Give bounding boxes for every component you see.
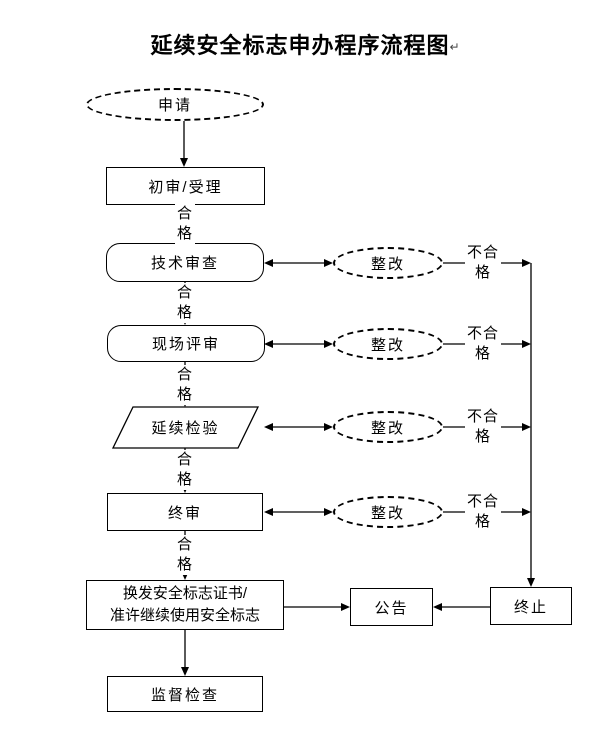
fail-label-3: 不合格	[465, 407, 501, 447]
arrowhead-fail-2	[522, 340, 531, 348]
arrowhead-into-rectify-2	[324, 340, 333, 348]
apply-label: 申请	[157, 97, 192, 114]
step-box-technical-review: 技术审查	[106, 243, 264, 282]
renewal-inspection-parallelogram	[111, 406, 260, 449]
arrowhead-into-renewal-right	[264, 423, 273, 431]
step-box-final-review: 终审	[107, 493, 263, 531]
page-title-text: 延续安全标志申办程序流程图	[150, 33, 450, 58]
announcement-label: 公告	[374, 599, 409, 617]
pass-label-1: 合格	[175, 204, 195, 244]
pass-label-5: 合格	[175, 535, 195, 575]
arrowhead-into-supervision	[181, 667, 189, 676]
fail-label-2: 不合格	[465, 324, 501, 364]
pass-label-3: 合格	[175, 365, 195, 405]
pass-label-4: 合格	[175, 450, 195, 490]
step-box-site-review: 现场评审	[107, 325, 265, 362]
arrowhead-into-technical-right	[264, 259, 273, 267]
step-box-announcement: 公告	[350, 588, 433, 626]
rectify-ellipse-4: 整改	[333, 496, 443, 528]
reissue-label-line2: 准许继续使用安全标志	[109, 607, 260, 624]
arrowhead-into-announcement-right	[433, 603, 442, 611]
fail-label-1: 不合格	[465, 243, 501, 283]
fail-label-4: 不合格	[465, 492, 501, 532]
arrowhead-into-rectify-3	[324, 423, 333, 431]
renewal-inspection-label: 延续检验	[151, 420, 220, 437]
arrowhead-into-termination	[527, 578, 535, 587]
step-box-renewal-inspection: 延续检验	[113, 408, 258, 447]
rectify-label-1: 整改	[370, 255, 405, 273]
rectify-label-3: 整改	[370, 419, 405, 437]
rectify-ellipse-2: 整改	[333, 328, 443, 360]
termination-label: 终止	[513, 598, 548, 616]
arrowhead-into-rectify-4	[324, 508, 333, 516]
initial-review-label: 初审/受理	[148, 178, 223, 196]
arrowhead-fail-3	[522, 423, 531, 431]
start-ellipse-apply: 申请	[86, 88, 264, 121]
final-review-label: 终审	[167, 504, 202, 522]
arrowhead-into-initial	[180, 158, 188, 167]
rectify-label-2: 整改	[370, 336, 405, 354]
rectify-ellipse-1: 整改	[333, 247, 443, 279]
site-review-label: 现场评审	[151, 336, 220, 353]
technical-review-label: 技术审查	[150, 255, 219, 272]
paragraph-return-icon: ↵	[449, 40, 461, 54]
pass-label-2: 合格	[175, 283, 195, 323]
step-box-initial-review: 初审/受理	[106, 167, 265, 205]
reissue-label-line1: 换发安全标志证书/	[122, 585, 248, 602]
arrowhead-into-site-right	[264, 340, 273, 348]
supervision-label: 监督检查	[150, 686, 219, 704]
page-title: 延续安全标志申办程序流程图↵	[0, 28, 611, 60]
arrowhead-fail-4	[522, 508, 531, 516]
rectify-ellipse-3: 整改	[333, 411, 443, 443]
arrowhead-into-final-right	[264, 508, 273, 516]
step-box-termination: 终止	[490, 587, 572, 625]
step-box-supervision: 监督检查	[107, 676, 263, 712]
arrowhead-fail-1	[522, 259, 531, 267]
arrowhead-into-rectify-1	[324, 259, 333, 267]
rectify-label-4: 整改	[370, 504, 405, 522]
step-box-reissue-certificate: 换发安全标志证书/ 准许继续使用安全标志	[86, 580, 284, 630]
arrowhead-into-announcement-left	[341, 603, 350, 611]
